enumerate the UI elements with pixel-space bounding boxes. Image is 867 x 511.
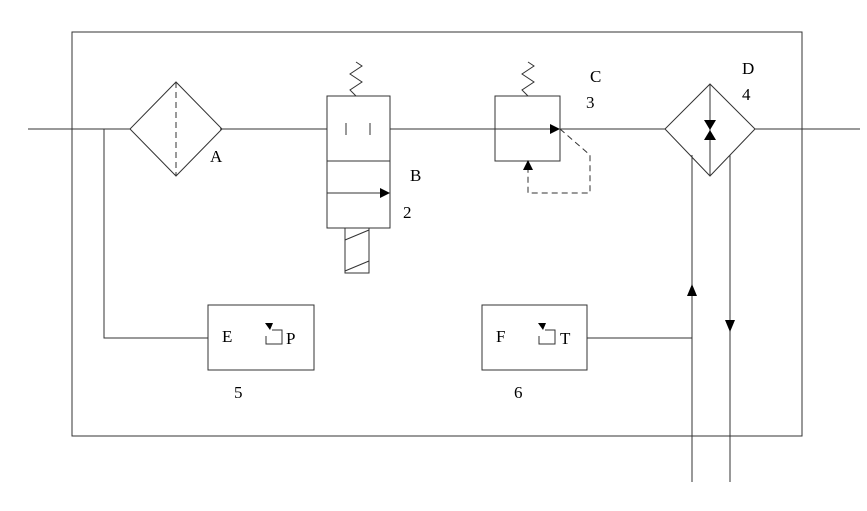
cooler-number: 4: [742, 85, 751, 104]
pressure-switch-label: E: [222, 327, 232, 346]
solenoid-valve-label: B: [410, 166, 421, 185]
cooler-label: D: [742, 59, 754, 78]
temperature-switch-label: F: [496, 327, 505, 346]
pressure-switch-number: 5: [234, 383, 243, 402]
cooler-symbol: [664, 83, 756, 177]
solenoid-valve-number: 2: [403, 203, 412, 222]
enclosure-box: [71, 31, 803, 437]
filter-label: A: [210, 147, 223, 166]
pressure-switch-symbol: [207, 304, 315, 371]
relief-valve-number: 3: [586, 93, 595, 112]
coolant-supply-arrow: [687, 284, 697, 296]
relief-valve-symbol: [494, 61, 591, 194]
solenoid-valve-symbol: [326, 61, 391, 274]
relief-valve-label: C: [590, 67, 601, 86]
pressure-switch-symbol-label: P: [286, 329, 295, 348]
temperature-switch-number: 6: [514, 383, 523, 402]
coolant-return-arrow: [725, 320, 735, 332]
branch-line-pressure: [103, 129, 208, 339]
temperature-switch-symbol-label: T: [560, 329, 571, 348]
filter-symbol: [129, 81, 223, 177]
